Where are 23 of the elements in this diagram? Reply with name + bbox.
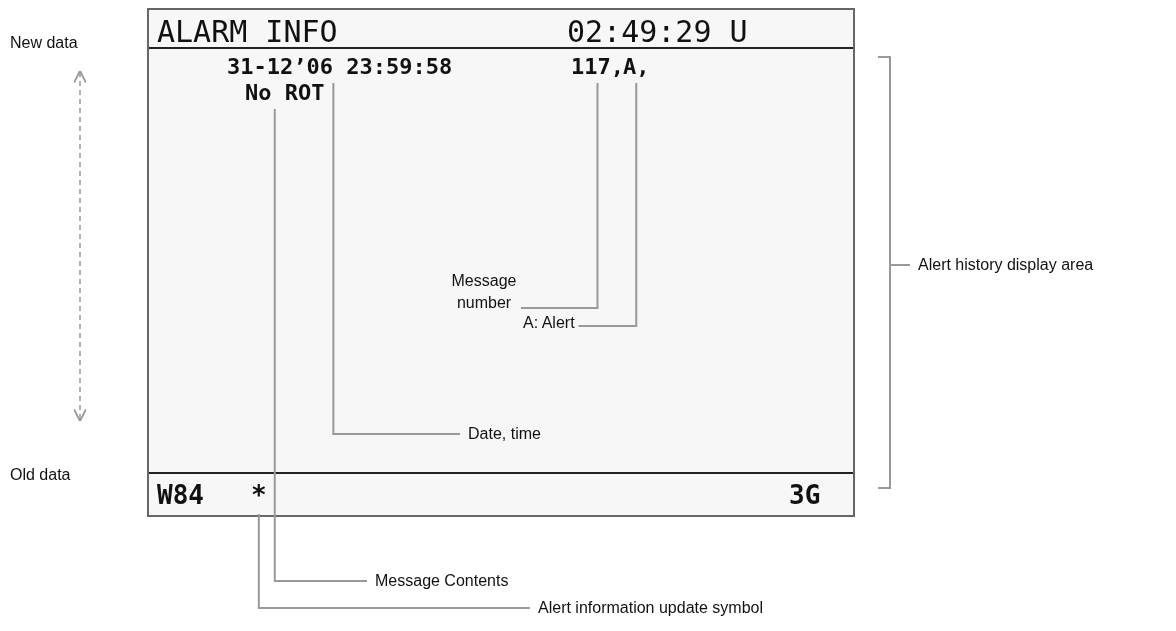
alert-type-readout: A, [623,54,650,79]
screen-title: ALARM INFO [157,14,338,49]
axis-note: New data [10,34,78,52]
display-screen [147,8,855,517]
leader-line [577,82,638,327]
message-contents-readout: No ROT [245,80,325,105]
callout-text: Message Contents [375,572,509,590]
update-symbol: * [251,480,267,510]
axis-note: Old data [10,466,71,484]
leader-line [332,82,461,435]
leader-line [273,108,368,582]
callout-text: Alert history display area [918,256,1094,274]
leader-line [890,264,911,266]
clock-readout: 02:49:29 U [567,14,748,49]
leader-line [520,82,599,309]
status-code: W84 [157,480,204,510]
message-number-readout: 117, [571,54,624,79]
status-indicator: 3G [789,480,821,510]
callout-text: Date, time [468,425,541,443]
callout-text: Message number [451,270,517,314]
date-time-readout: 31-12’06 23:59:58 [227,54,453,79]
callout-text: A: Alert [523,314,575,332]
callout-text: Alert information update symbol [538,599,763,617]
